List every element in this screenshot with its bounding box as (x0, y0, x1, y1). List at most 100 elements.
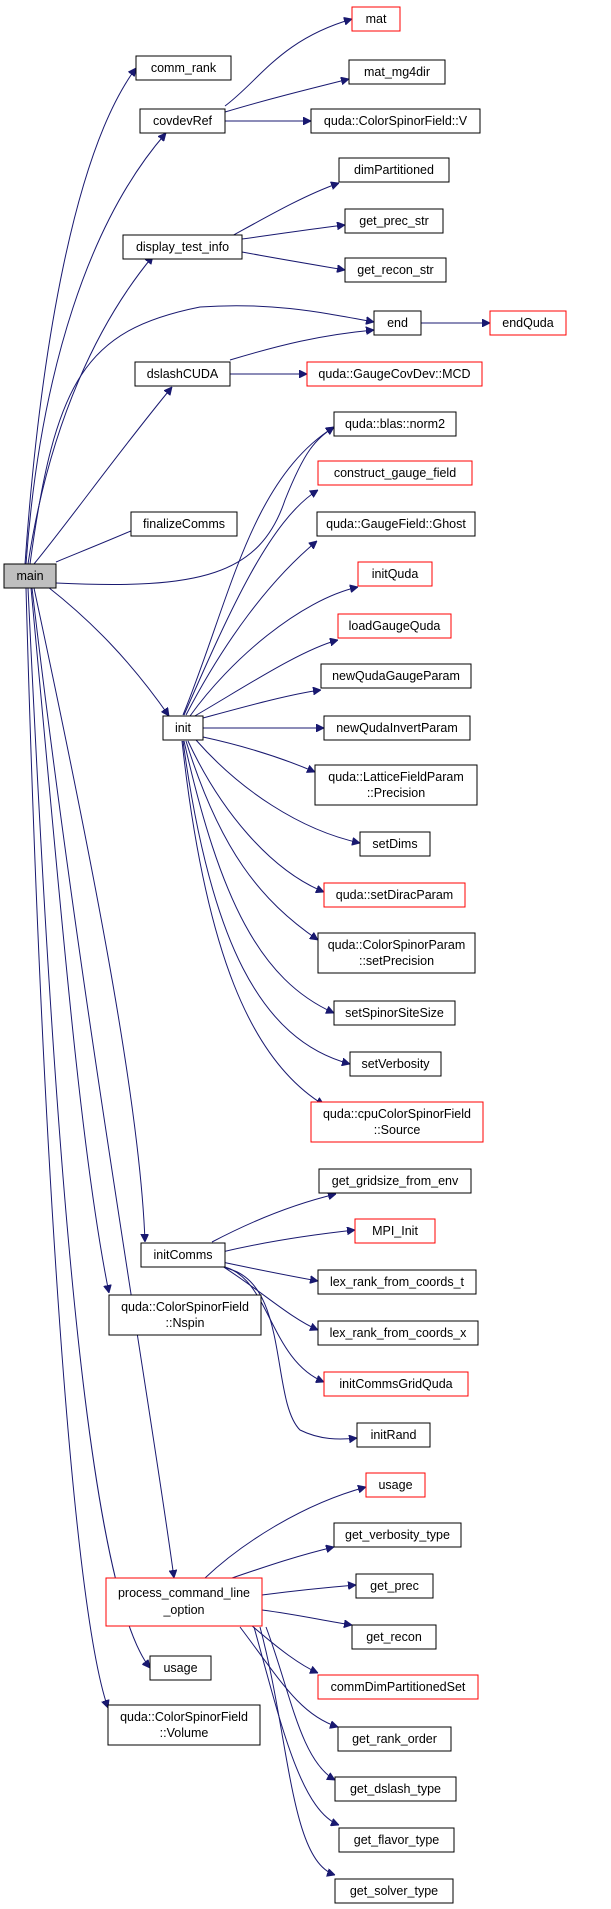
node-label: initCommsGridQuda (339, 1377, 452, 1391)
node-construct_gauge_field[interactable]: construct_gauge_field (317, 460, 473, 486)
node-csf_Volume[interactable]: quda::ColorSpinorField ::Volume (107, 1704, 261, 1746)
edge-process-solver (259, 1626, 335, 1875)
node-label: mat (366, 12, 387, 26)
node-endQuda[interactable]: endQuda (489, 310, 567, 336)
node-csf_V[interactable]: quda::ColorSpinorField::V (310, 108, 481, 134)
edge-init-loadGauge (192, 640, 338, 718)
edge-initComms-lex_t (221, 1261, 318, 1281)
node-commDimPartitionedSet[interactable]: commDimPartitionedSet (317, 1674, 479, 1700)
node-newQudaInvertParam[interactable]: newQudaInvertParam (323, 715, 471, 741)
edge-covdevRef-mat_mg4dir (224, 79, 349, 113)
node-label: quda::setDiracParam (336, 888, 453, 902)
node-lex_rank_t[interactable]: lex_rank_from_coords_t (317, 1269, 477, 1295)
node-get_recon_str[interactable]: get_recon_str (344, 257, 447, 283)
edge-init-newGaugeParam (202, 690, 321, 719)
node-label: dimPartitioned (354, 163, 434, 177)
edge-dslash-end (229, 330, 374, 361)
node-main[interactable]: main (3, 563, 57, 589)
node-label-line1: quda::LatticeFieldParam (328, 770, 464, 784)
node-label-line2: ::Nspin (166, 1316, 205, 1330)
node-get_recon[interactable]: get_recon (351, 1624, 437, 1650)
edge-covdevRef-mat (224, 19, 352, 107)
node-get_rank_order[interactable]: get_rank_order (337, 1726, 452, 1752)
edge-init-cpuSource (181, 740, 324, 1105)
node-label: get_dslash_type (350, 1782, 441, 1796)
node-setSpinorSiteSize[interactable]: setSpinorSiteSize (333, 1000, 456, 1026)
node-display_test_info[interactable]: display_test_info (122, 234, 243, 260)
node-initRand[interactable]: initRand (356, 1422, 431, 1448)
node-get_gridsize_from_env[interactable]: get_gridsize_from_env (318, 1168, 472, 1194)
node-label: end (387, 316, 408, 330)
node-label: get_verbosity_type (345, 1528, 450, 1542)
node-setVerbosity[interactable]: setVerbosity (349, 1051, 442, 1077)
node-initQuda[interactable]: initQuda (357, 561, 433, 587)
node-label: get_solver_type (350, 1884, 438, 1898)
node-label: finalizeComms (143, 517, 225, 531)
node-lex_rank_x[interactable]: lex_rank_from_coords_x (317, 1320, 479, 1346)
node-get_solver_type[interactable]: get_solver_type (334, 1878, 454, 1904)
node-dimPartitioned[interactable]: dimPartitioned (338, 157, 450, 183)
nodes: main comm_rank covdevRef mat mat_mg4dir … (3, 6, 567, 1904)
node-label: commDimPartitionedSet (331, 1680, 466, 1694)
node-csp_setPrecision[interactable]: quda::ColorSpinorParam ::setPrecision (317, 932, 476, 974)
edge-display-dimPartitioned (229, 183, 339, 238)
edge-init-lfp (202, 736, 315, 772)
edge-display-get_prec_str (241, 225, 345, 240)
node-MPI_Init[interactable]: MPI_Init (354, 1218, 436, 1244)
node-usage[interactable]: usage (149, 1655, 212, 1681)
node-covdevRef[interactable]: covdevRef (139, 108, 226, 134)
node-setDims[interactable]: setDims (359, 831, 431, 857)
node-gaugefield_Ghost[interactable]: quda::GaugeField::Ghost (316, 511, 476, 537)
node-cpu_Source[interactable]: quda::cpuColorSpinorField ::Source (310, 1101, 484, 1143)
node-label: main (16, 569, 43, 583)
edges (24, 19, 490, 1875)
node-label: initComms (153, 1248, 212, 1262)
node-get_prec[interactable]: get_prec (355, 1573, 434, 1599)
node-get_flavor_type[interactable]: get_flavor_type (338, 1827, 455, 1853)
edge-process-get_recon (261, 1609, 352, 1625)
node-get_dslash_type[interactable]: get_dslash_type (334, 1776, 457, 1802)
node-setDiracParam[interactable]: quda::setDiracParam (323, 882, 466, 908)
node-blas_norm2[interactable]: quda::blas::norm2 (333, 411, 457, 437)
node-mat[interactable]: mat (351, 6, 401, 32)
edge-init-csp (185, 740, 318, 940)
node-init[interactable]: init (162, 715, 204, 741)
node-label: get_gridsize_from_env (332, 1174, 459, 1188)
node-get_verbosity_type[interactable]: get_verbosity_type (333, 1522, 462, 1548)
node-label: usage (163, 1661, 197, 1675)
edge-main-norm2 (55, 427, 334, 585)
edge-process-verbosity (231, 1547, 334, 1579)
node-gaugecovdev_MCD[interactable]: quda::GaugeCovDev::MCD (306, 361, 483, 387)
node-usage_red[interactable]: usage (365, 1472, 426, 1498)
edge-init-setSpinor (183, 740, 334, 1013)
node-label: lex_rank_from_coords_x (330, 1326, 468, 1340)
node-mat_mg4dir[interactable]: mat_mg4dir (348, 59, 446, 85)
node-newQudaGaugeParam[interactable]: newQudaGaugeParam (320, 663, 472, 689)
node-label: lex_rank_from_coords_t (330, 1275, 465, 1289)
node-finalizeComms[interactable]: finalizeComms (130, 511, 238, 537)
node-get_prec_str[interactable]: get_prec_str (344, 208, 444, 234)
node-dslashCUDA[interactable]: dslashCUDA (134, 361, 231, 387)
node-lfp_Precision[interactable]: quda::LatticeFieldParam ::Precision (314, 764, 478, 806)
node-end[interactable]: end (373, 310, 422, 336)
node-label: mat_mg4dir (364, 65, 430, 79)
node-csf_Nspin[interactable]: quda::ColorSpinorField ::Nspin (108, 1294, 262, 1336)
node-label: init (175, 721, 192, 735)
node-comm_rank[interactable]: comm_rank (135, 55, 232, 81)
node-label: get_recon_str (357, 263, 433, 277)
node-label: quda::ColorSpinorField::V (324, 114, 468, 128)
node-initComms[interactable]: initComms (140, 1242, 226, 1268)
node-loadGaugeQuda[interactable]: loadGaugeQuda (337, 613, 452, 639)
node-label: dslashCUDA (147, 367, 219, 381)
node-process_command_line_option[interactable]: process_command_line _option (105, 1577, 263, 1627)
node-label: get_recon (366, 1630, 422, 1644)
node-label-line1: quda::cpuColorSpinorField (323, 1107, 471, 1121)
edge-init-Ghost (185, 541, 317, 716)
node-label-line2: ::Precision (367, 786, 425, 800)
edge-process-dslash_type (265, 1626, 335, 1780)
node-label: get_prec_str (359, 214, 428, 228)
node-label-line2: ::Source (374, 1123, 421, 1137)
node-initCommsGridQuda[interactable]: initCommsGridQuda (323, 1371, 469, 1397)
edge-init-setDirac (187, 740, 324, 892)
